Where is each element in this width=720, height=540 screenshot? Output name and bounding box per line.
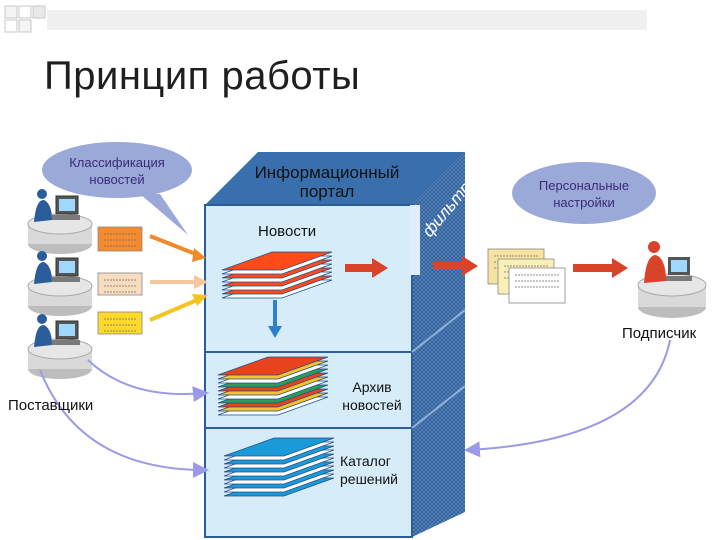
classification-bubble	[42, 142, 192, 235]
decor-squares	[4, 5, 647, 33]
supplier-arrow-yellow	[149, 294, 208, 322]
archive-sheet	[217, 356, 329, 376]
supplier-workstation-icon	[27, 251, 93, 316]
subscriber-label: Подписчик	[622, 325, 697, 342]
catalog-stack	[223, 437, 335, 497]
source-documents	[97, 226, 143, 335]
personal-line2: настройки	[553, 195, 615, 210]
supplier-connector-archive	[87, 359, 209, 403]
personal-line1: Персональные	[539, 178, 629, 193]
subscriber-connector	[464, 339, 671, 458]
news-label: Новости	[258, 223, 316, 240]
portal-cube	[204, 152, 466, 538]
filter-to-docs-arrow	[433, 256, 478, 276]
document-icon	[508, 267, 566, 304]
news-stack	[221, 251, 333, 299]
archive-label-line1: Архив	[352, 379, 391, 395]
catalog-sheet	[223, 437, 335, 457]
supplier-workstation-icon	[27, 189, 93, 254]
output-documents	[487, 248, 566, 304]
catalog-label-line1: Каталог	[340, 453, 391, 469]
supplier-workstation-icon	[27, 314, 93, 379]
catalog-label-line2: решений	[340, 471, 398, 487]
suppliers-label: Поставщики	[8, 397, 93, 414]
archive-stack	[217, 356, 329, 416]
document-icon	[97, 272, 143, 296]
supplier-arrow-peach	[150, 275, 208, 289]
docs-to-subscriber-arrow	[573, 258, 628, 278]
portal-title-line2: портал	[300, 182, 355, 201]
news-sheet	[221, 251, 333, 271]
supplier-connector-catalog	[39, 369, 209, 478]
document-icon	[97, 311, 143, 335]
personal-settings-bubble	[512, 162, 656, 224]
subscriber-workstation-icon	[637, 241, 707, 318]
document-icon	[97, 226, 143, 252]
slide-title: Принцип работы	[44, 54, 361, 98]
classification-line1: Классификация	[69, 155, 165, 170]
suppliers-group	[27, 189, 93, 379]
news-to-archive-arrow	[268, 300, 282, 338]
archive-label-line2: новостей	[342, 397, 401, 413]
portal-title-line1: Информационный	[255, 163, 400, 182]
supplier-arrow-orange	[149, 234, 206, 262]
news-to-filter-arrow	[345, 258, 388, 278]
classification-line2: новостей	[89, 172, 144, 187]
